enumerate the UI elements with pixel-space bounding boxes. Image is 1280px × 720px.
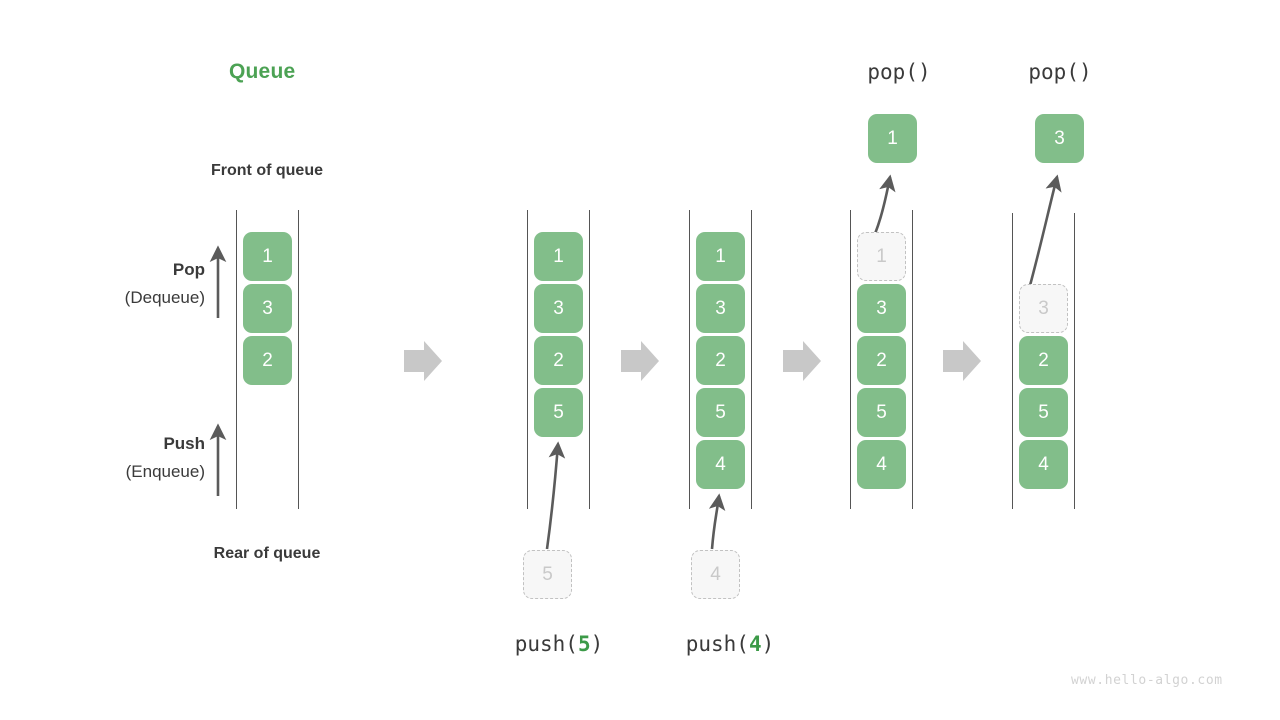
queue-cell: 1: [534, 232, 583, 281]
queue-cell: 3: [534, 284, 583, 333]
queue-rail-left-col4: [1012, 213, 1014, 509]
queue-cell: 3: [857, 284, 906, 333]
enqueue-label: (Enqueue): [125, 462, 205, 481]
push-label-group: Push (Enqueue): [40, 430, 205, 486]
popped-cell: 3: [1035, 114, 1084, 163]
queue-cell: 3: [696, 284, 745, 333]
queue-rail-right-col0: [298, 210, 300, 509]
popped-cell: 1: [868, 114, 917, 163]
dequeue-label: (Dequeue): [124, 288, 205, 307]
queue-cell: 5: [696, 388, 745, 437]
queue-cell: 4: [1019, 440, 1068, 489]
queue-rail-left-col0: [236, 210, 238, 509]
op-prefix: push(: [685, 632, 749, 656]
transition-arrow-4: [943, 341, 981, 381]
transition-arrow-1: [404, 341, 442, 381]
queue-rail-left-col2: [689, 210, 691, 509]
queue-rail-left-col3: [850, 210, 852, 509]
queue-rail-left-col1: [527, 210, 529, 509]
incoming-ghost-cell: 4: [691, 550, 740, 599]
queue-cell: 2: [696, 336, 745, 385]
queue-cell: 3: [243, 284, 292, 333]
op-suffix: ): [590, 632, 604, 656]
transition-arrow-2: [621, 341, 659, 381]
push-label: Push: [163, 434, 205, 453]
pop-label-group: Pop (Dequeue): [40, 256, 205, 312]
watermark: www.hello-algo.com: [1071, 673, 1223, 688]
push-4-operation-label: push(4): [630, 632, 830, 656]
queue-cell: 4: [696, 440, 745, 489]
push-5-arrow: [545, 441, 566, 550]
pop-1-operation-label: pop(): [867, 60, 931, 84]
transition-arrow-3: [783, 341, 821, 381]
op-value: 4: [748, 632, 762, 656]
queue-rail-right-col1: [589, 210, 591, 509]
queue-cell: 2: [243, 336, 292, 385]
queue-rail-right-col4: [1074, 213, 1076, 509]
queue-cell: 4: [857, 440, 906, 489]
queue-cell: 5: [857, 388, 906, 437]
queue-rail-right-col3: [912, 210, 914, 509]
queue-cell: 1: [243, 232, 292, 281]
queue-rail-right-col2: [751, 210, 753, 509]
queue-cell: 1: [696, 232, 745, 281]
queue-cell: 2: [857, 336, 906, 385]
queue-cell: 5: [534, 388, 583, 437]
incoming-ghost-cell: 5: [523, 550, 572, 599]
outgoing-ghost-cell: 1: [857, 232, 906, 281]
front-of-queue-label: Front of queue: [211, 162, 323, 179]
op-prefix: push(: [514, 632, 578, 656]
queue-cell: 2: [534, 336, 583, 385]
rear-of-queue-label: Rear of queue: [213, 545, 321, 562]
outgoing-ghost-cell: 3: [1019, 284, 1068, 333]
page-title: Queue: [229, 60, 296, 83]
pop-2-operation-label: pop(): [1028, 60, 1092, 84]
push-4-arrow: [708, 493, 726, 550]
op-value: 5: [577, 632, 591, 656]
pop-3-arrow: [1024, 174, 1062, 301]
queue-cell: 2: [1019, 336, 1068, 385]
queue-cell: 5: [1019, 388, 1068, 437]
op-suffix: ): [761, 632, 775, 656]
pop-label: Pop: [172, 260, 205, 279]
push-5-operation-label: push(5): [459, 632, 659, 656]
